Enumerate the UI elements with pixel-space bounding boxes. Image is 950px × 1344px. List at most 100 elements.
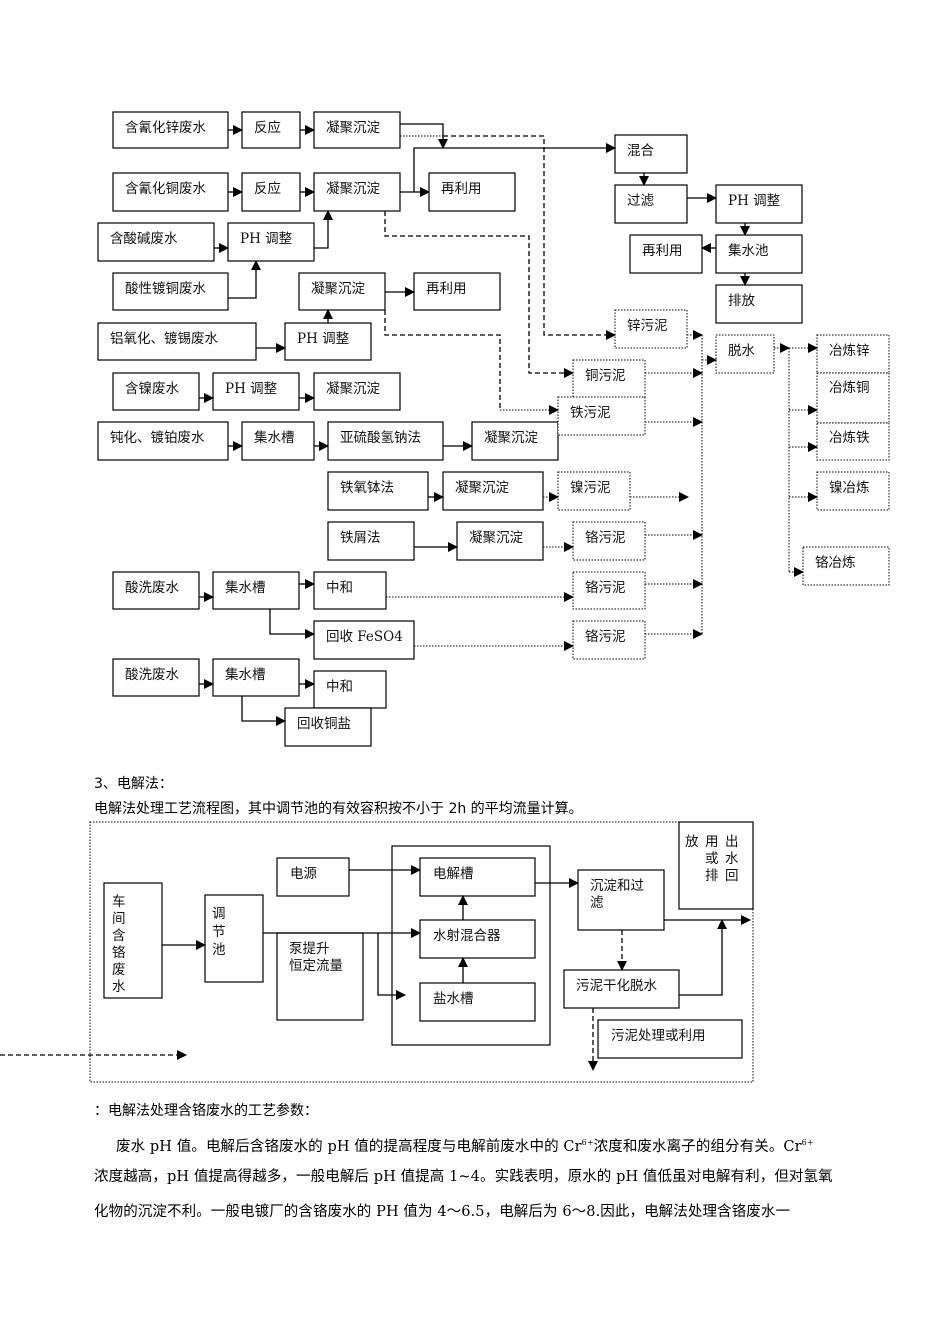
svg-text:含镍废水: 含镍废水 (125, 381, 179, 397)
node-iron-filings-method: 铁屑法 (327, 521, 415, 561)
svg-text:凝聚沉淀: 凝聚沉淀 (326, 381, 380, 397)
svg-text:集水池: 集水池 (728, 243, 769, 259)
svg-text:再利用: 再利用 (642, 243, 683, 259)
svg-text:含氰化锌废水: 含氰化锌废水 (125, 120, 206, 136)
connectors-dashed (384, 135, 616, 415)
node-coagulation-2: 凝聚沉淀 (313, 172, 401, 212)
node-iron-sludge: 铁污泥 (557, 396, 646, 436)
node-smelt-copper: 冶炼铜 (816, 372, 890, 424)
params-paragraph: 废水 pH 值。电解后含铬废水的 pH 值的提高程度与电解前废水中的 Cr6+浓… (94, 1125, 864, 1165)
connectors-dotted (386, 330, 818, 651)
svg-text:酸洗废水: 酸洗废水 (125, 580, 179, 596)
svg-text:镍冶炼: 镍冶炼 (829, 480, 870, 496)
svg-text:回: 回 (725, 868, 739, 884)
node-aluminum-tin-wastewater: 铝氧化、镀锡废水 (97, 322, 257, 361)
node-chromium-sludge-2: 铬污泥 (572, 571, 646, 610)
svg-text:集水槽: 集水槽 (225, 667, 266, 683)
vertical-char: 车 (112, 893, 126, 910)
vertical-char: 含 (112, 928, 126, 944)
node-acid-alkali-wastewater: 含酸碱废水 (97, 222, 215, 262)
svg-text:铁氧钵法: 铁氧钵法 (340, 480, 394, 496)
node-nickel-sludge: 镍污泥 (557, 471, 631, 511)
svg-text:集水槽: 集水槽 (225, 580, 266, 596)
svg-text:反应: 反应 (254, 180, 281, 197)
node-zinc-cyanide-wastewater: 含氰化锌废水 (112, 111, 229, 149)
svg-text:再利用: 再利用 (441, 181, 482, 197)
node-mixing: 混合 (614, 134, 688, 174)
svg-text:电源: 电源 (290, 866, 317, 882)
node-coagulation-4: 凝聚沉淀 (313, 372, 401, 411)
node-smelt-nickel: 镍冶炼 (816, 471, 890, 511)
svg-text:中和: 中和 (326, 580, 353, 596)
svg-text:泵提升: 泵提升 (289, 941, 330, 957)
node-reaction-2: 反应 (241, 172, 301, 212)
node-neutralize-2: 中和 (313, 670, 387, 709)
svg-text:镍污泥: 镍污泥 (570, 480, 611, 496)
svg-text:含氰化铜废水: 含氰化铜废水 (125, 181, 206, 197)
node-reuse-3: 再利用 (629, 234, 703, 274)
node-neutralize-1: 中和 (313, 571, 387, 610)
svg-text:出: 出 (725, 834, 739, 850)
params-title: ：电解法处理含铬废水的工艺参数： (94, 1103, 318, 1119)
node-ferrite-method: 铁氧钵法 (327, 471, 429, 511)
svg-text:盐水槽: 盐水槽 (433, 991, 474, 1007)
svg-text:铬污泥: 铬污泥 (585, 580, 626, 596)
svg-text:锌污泥: 锌污泥 (627, 318, 668, 334)
svg-text:回收铜盐: 回收铜盐 (297, 716, 351, 732)
node-reaction-1: 反应 (241, 111, 301, 149)
node-ph-adjust-4: PH 调整 (715, 184, 803, 224)
para-line-3: 化物的沉淀不利。一般电镀厂的含铬废水的 PH 值为 4～6.5，电解后为 6～8… (94, 1204, 791, 1220)
svg-text:凝聚沉淀: 凝聚沉淀 (484, 430, 538, 446)
node-zinc-sludge: 锌污泥 (614, 309, 688, 349)
svg-text:污泥处理或利用: 污泥处理或利用 (611, 1028, 706, 1044)
node-dewatering: 脱水 (715, 334, 775, 374)
node-recover-copper-salt: 回收铜盐 (284, 707, 372, 747)
svg-text:凝聚沉淀: 凝聚沉淀 (469, 530, 523, 546)
node-power-supply: 电源 (276, 857, 350, 897)
node-brine-tank: 盐水槽 (419, 982, 536, 1022)
node-coagulation-5: 凝聚沉淀 (471, 421, 559, 461)
svg-text:水: 水 (725, 851, 739, 867)
vertical-char: 池 (212, 942, 226, 958)
svg-text:用: 用 (705, 834, 719, 850)
svg-text:水射混合器: 水射混合器 (433, 928, 501, 944)
node-pump: 泵提升 恒定流量 (276, 932, 364, 1021)
vertical-char: 铬 (112, 945, 126, 961)
electrolysis-unit-frame (391, 845, 551, 1046)
svg-text:脱水: 脱水 (728, 343, 756, 359)
svg-text:放: 放 (685, 834, 699, 850)
svg-text:凝聚沉淀: 凝聚沉淀 (326, 120, 380, 136)
vertical-char: 间 (112, 911, 126, 927)
node-smelt-zinc: 冶炼锌 (816, 334, 890, 374)
node-copper-sludge: 铜污泥 (572, 359, 646, 399)
connectors-solid (199, 123, 750, 726)
node-collection-tank-2: 集水槽 (212, 571, 300, 610)
svg-text:电解槽: 电解槽 (433, 866, 474, 882)
svg-text:冶炼铁: 冶炼铁 (829, 430, 870, 446)
svg-text:凝聚沉淀: 凝聚沉淀 (455, 480, 509, 496)
node-pickling-wastewater-2: 酸洗废水 (112, 658, 200, 697)
svg-text:PH 调整: PH 调整 (240, 231, 292, 247)
para-line-2: 浓度越高，pH 值提高得越多，一般电解后 pH 值提高 1~4。实践表明，原水的… (94, 1169, 833, 1185)
node-collection-tank-1: 集水槽 (241, 421, 315, 461)
node-recover-feso4: 回收 FeSO4 (313, 620, 415, 660)
svg-text:或: 或 (705, 851, 719, 867)
section-intro: 电解法处理工艺流程图，其中调节池的有效容积按不小于 2h 的平均流量计算。 (94, 801, 583, 817)
node-jet-mixer: 水射混合器 (419, 919, 536, 959)
svg-text:酸洗废水: 酸洗废水 (125, 667, 179, 683)
svg-text:冶炼锌: 冶炼锌 (829, 343, 870, 359)
node-reuse-2: 再利用 (413, 272, 501, 311)
connectors-electrolysis (0, 865, 751, 1071)
svg-text:铬污泥: 铬污泥 (585, 530, 626, 546)
wastewater-treatment-flowchart: 含氰化锌废水 反应 凝聚沉淀 含氰化铜废水 反应 凝聚沉淀 再利用 含酸碱废水 … (97, 111, 890, 747)
svg-text:恒定流量: 恒定流量 (289, 958, 343, 974)
node-filtration: 过滤 (614, 184, 688, 224)
node-chromium-sludge-3: 铬污泥 (572, 620, 646, 660)
svg-text:污泥干化脱水: 污泥干化脱水 (576, 978, 657, 994)
node-nickel-wastewater: 含镍废水 (112, 372, 200, 411)
node-collection-pool: 集水池 (715, 234, 803, 274)
svg-text:含酸碱废水: 含酸碱废水 (110, 231, 178, 247)
para-line-1a: 废水 pH 值。电解后含铬废水的 pH 值的提高程度与电解前废水中的 Cr (116, 1138, 582, 1155)
svg-text:再利用: 再利用 (426, 281, 467, 297)
